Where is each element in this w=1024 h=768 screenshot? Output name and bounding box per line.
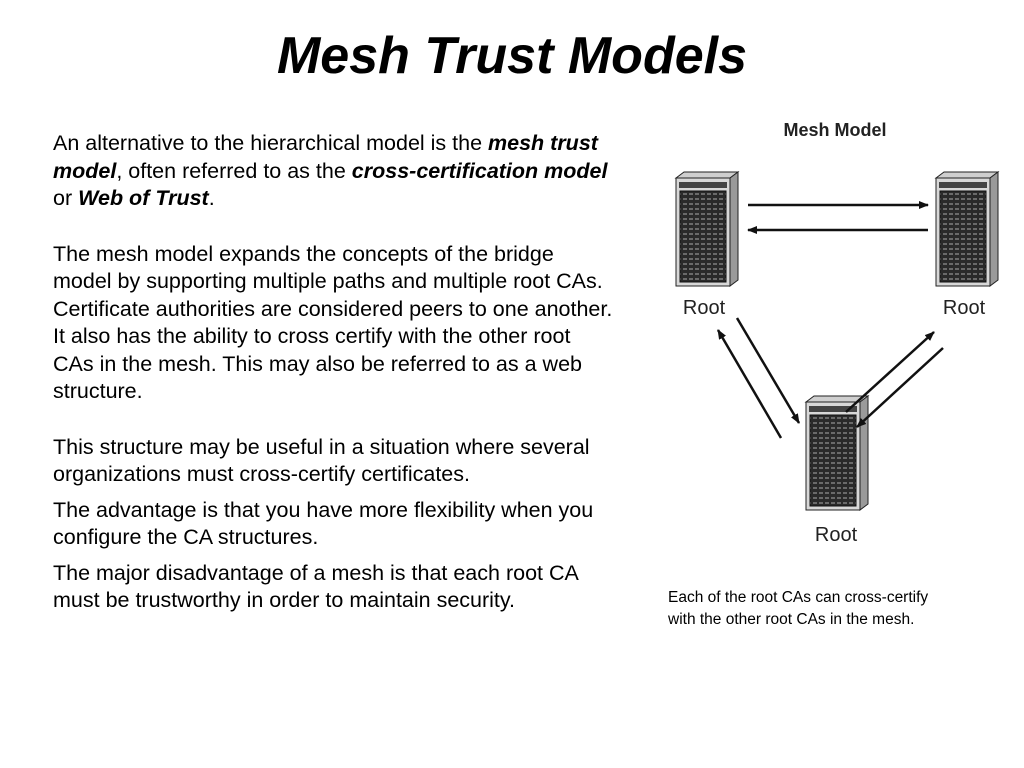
paragraph-intro: An alternative to the hierarchical model… (53, 130, 613, 213)
arrow-right-to-bottom (856, 347, 944, 428)
arrow-bottom-to-left (716, 329, 783, 439)
slide-body: An alternative to the hierarchical model… (53, 130, 613, 615)
root-ca-left-server-icon (675, 171, 739, 287)
caption-line-1: Each of the root CAs can cross-certify (668, 589, 929, 606)
intro-text: An alternative to the hierarchical model… (53, 131, 489, 155)
root-ca-right-server-icon (935, 171, 999, 287)
intro-text-3: or (53, 186, 79, 210)
root-ca-left-label: Root (683, 297, 726, 319)
paragraph-disadvantage: The major disadvantage of a mesh is that… (53, 560, 578, 613)
intro-text-4: . (208, 186, 215, 210)
diagram-title: Mesh Model (783, 120, 886, 140)
root-ca-right-label: Root (943, 297, 986, 319)
intro-text-2: , often referred to as the (116, 158, 352, 183)
arrow-left-to-bottom (735, 317, 801, 424)
term-cross-certification-model: cross-certification model (351, 158, 608, 183)
arrow-bottom-to-right (845, 331, 935, 413)
mesh-model-diagram: Mesh Model Root Root Root (675, 120, 999, 546)
diagram-caption: Each of the root CAs can cross-certify w… (668, 587, 998, 631)
paragraph-use-case: This structure may be useful in a situat… (53, 434, 590, 487)
slide-title: Mesh Trust Models (276, 27, 747, 85)
root-ca-bottom-server-icon (805, 395, 869, 511)
paragraph-advantage: The advantage is that you have more flex… (53, 497, 594, 550)
root-ca-bottom-label: Root (815, 524, 858, 546)
caption-line-2: with the other root CAs in the mesh. (668, 611, 915, 628)
paragraph-mesh-model: The mesh model expands the concepts of t… (53, 241, 613, 404)
term-mesh-trust-model: mesh trust model (53, 131, 598, 183)
term-web-of-trust: Web of Trust (78, 186, 209, 210)
